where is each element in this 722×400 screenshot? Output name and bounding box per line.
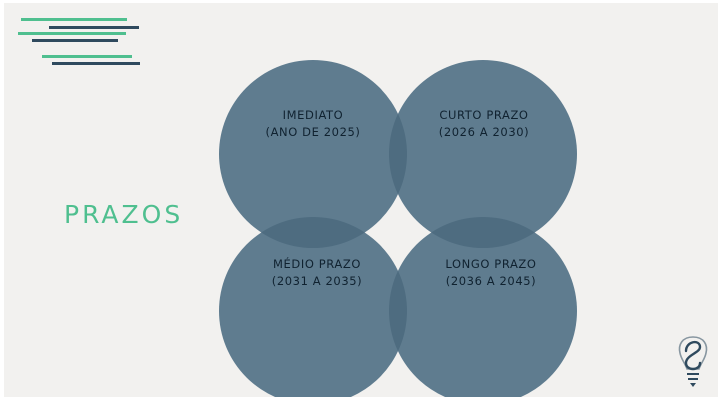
circle-curto-prazo <box>389 60 577 248</box>
label-longo-prazo: LONGO PRAZO (2036 A 2045) <box>416 256 566 290</box>
venn-diagram <box>219 60 577 397</box>
label-curto-prazo: CURTO PRAZO (2026 A 2030) <box>409 107 559 141</box>
label-longo-prazo-title: LONGO PRAZO <box>445 257 537 271</box>
label-medio-prazo-title: MÉDIO PRAZO <box>273 257 361 271</box>
circle-imediato <box>219 60 407 248</box>
label-longo-prazo-range: (2036 A 2045) <box>445 274 537 288</box>
label-imediato-title: IMEDIATO <box>282 108 344 122</box>
horizontal-lines-decoration-icon <box>18 18 140 65</box>
circle-medio-prazo <box>219 217 407 397</box>
label-medio-prazo-range: (2031 A 2035) <box>271 274 363 288</box>
label-curto-prazo-range: (2026 A 2030) <box>438 125 530 139</box>
page-title: PRAZOS <box>64 200 184 229</box>
lightbulb-s-logo-icon <box>678 336 708 387</box>
label-imediato-range: (ANO DE 2025) <box>265 125 361 139</box>
label-imediato: IMEDIATO (ANO DE 2025) <box>238 107 388 141</box>
label-medio-prazo: MÉDIO PRAZO (2031 A 2035) <box>242 256 392 290</box>
label-curto-prazo-title: CURTO PRAZO <box>439 108 529 122</box>
slide: PRAZOS IMEDIATO (ANO DE 2025) CURTO PRAZ… <box>4 3 718 397</box>
circle-longo-prazo <box>389 217 577 397</box>
